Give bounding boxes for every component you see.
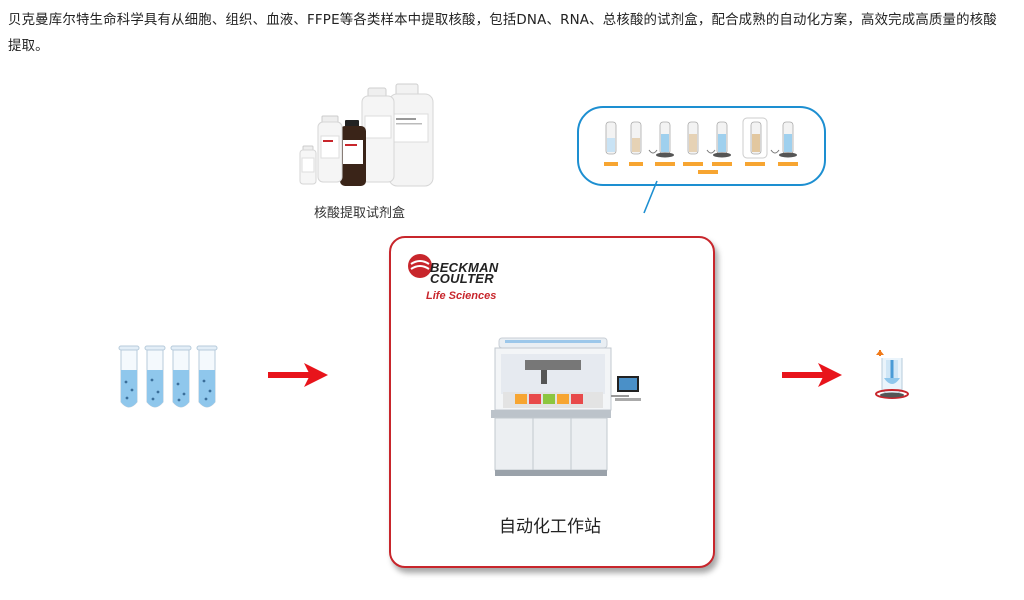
medium-bottle-back (361, 87, 395, 183)
reagent-bottles-image (299, 83, 434, 187)
reagent-kit-caption: 核酸提取试剂盒 (314, 206, 406, 221)
brown-bottle (340, 120, 366, 186)
arrow-right-icon (268, 363, 328, 387)
liquid-handler-robot-image (491, 337, 641, 476)
intro-text: 贝克曼库尔特生命科学具有从细胞、组织、血液、FFPE等各类样本中提取核酸，包括D… (8, 13, 997, 54)
logo-line-2: COULTER (430, 271, 494, 286)
large-bottle (388, 83, 434, 187)
tiny-bottle (299, 145, 317, 185)
bubble-pointer-line (643, 180, 658, 214)
small-bottle (317, 115, 343, 183)
workflow-steps-illustration (604, 117, 798, 174)
brand-logo: BECKMAN COULTER Life Sciences (426, 260, 499, 302)
extraction-workflow-bubble (577, 106, 826, 186)
purified-nucleic-acid-column-icon (875, 350, 909, 399)
beckman-logo-icon (408, 254, 432, 278)
workstation-caption: 自动化工作站 (499, 517, 601, 537)
logo-line-1: BECKMAN (430, 260, 499, 275)
sample-tubes-icon (118, 345, 218, 408)
arrow-right-icon (782, 363, 842, 387)
logo-line-3: Life Sciences (426, 290, 497, 302)
